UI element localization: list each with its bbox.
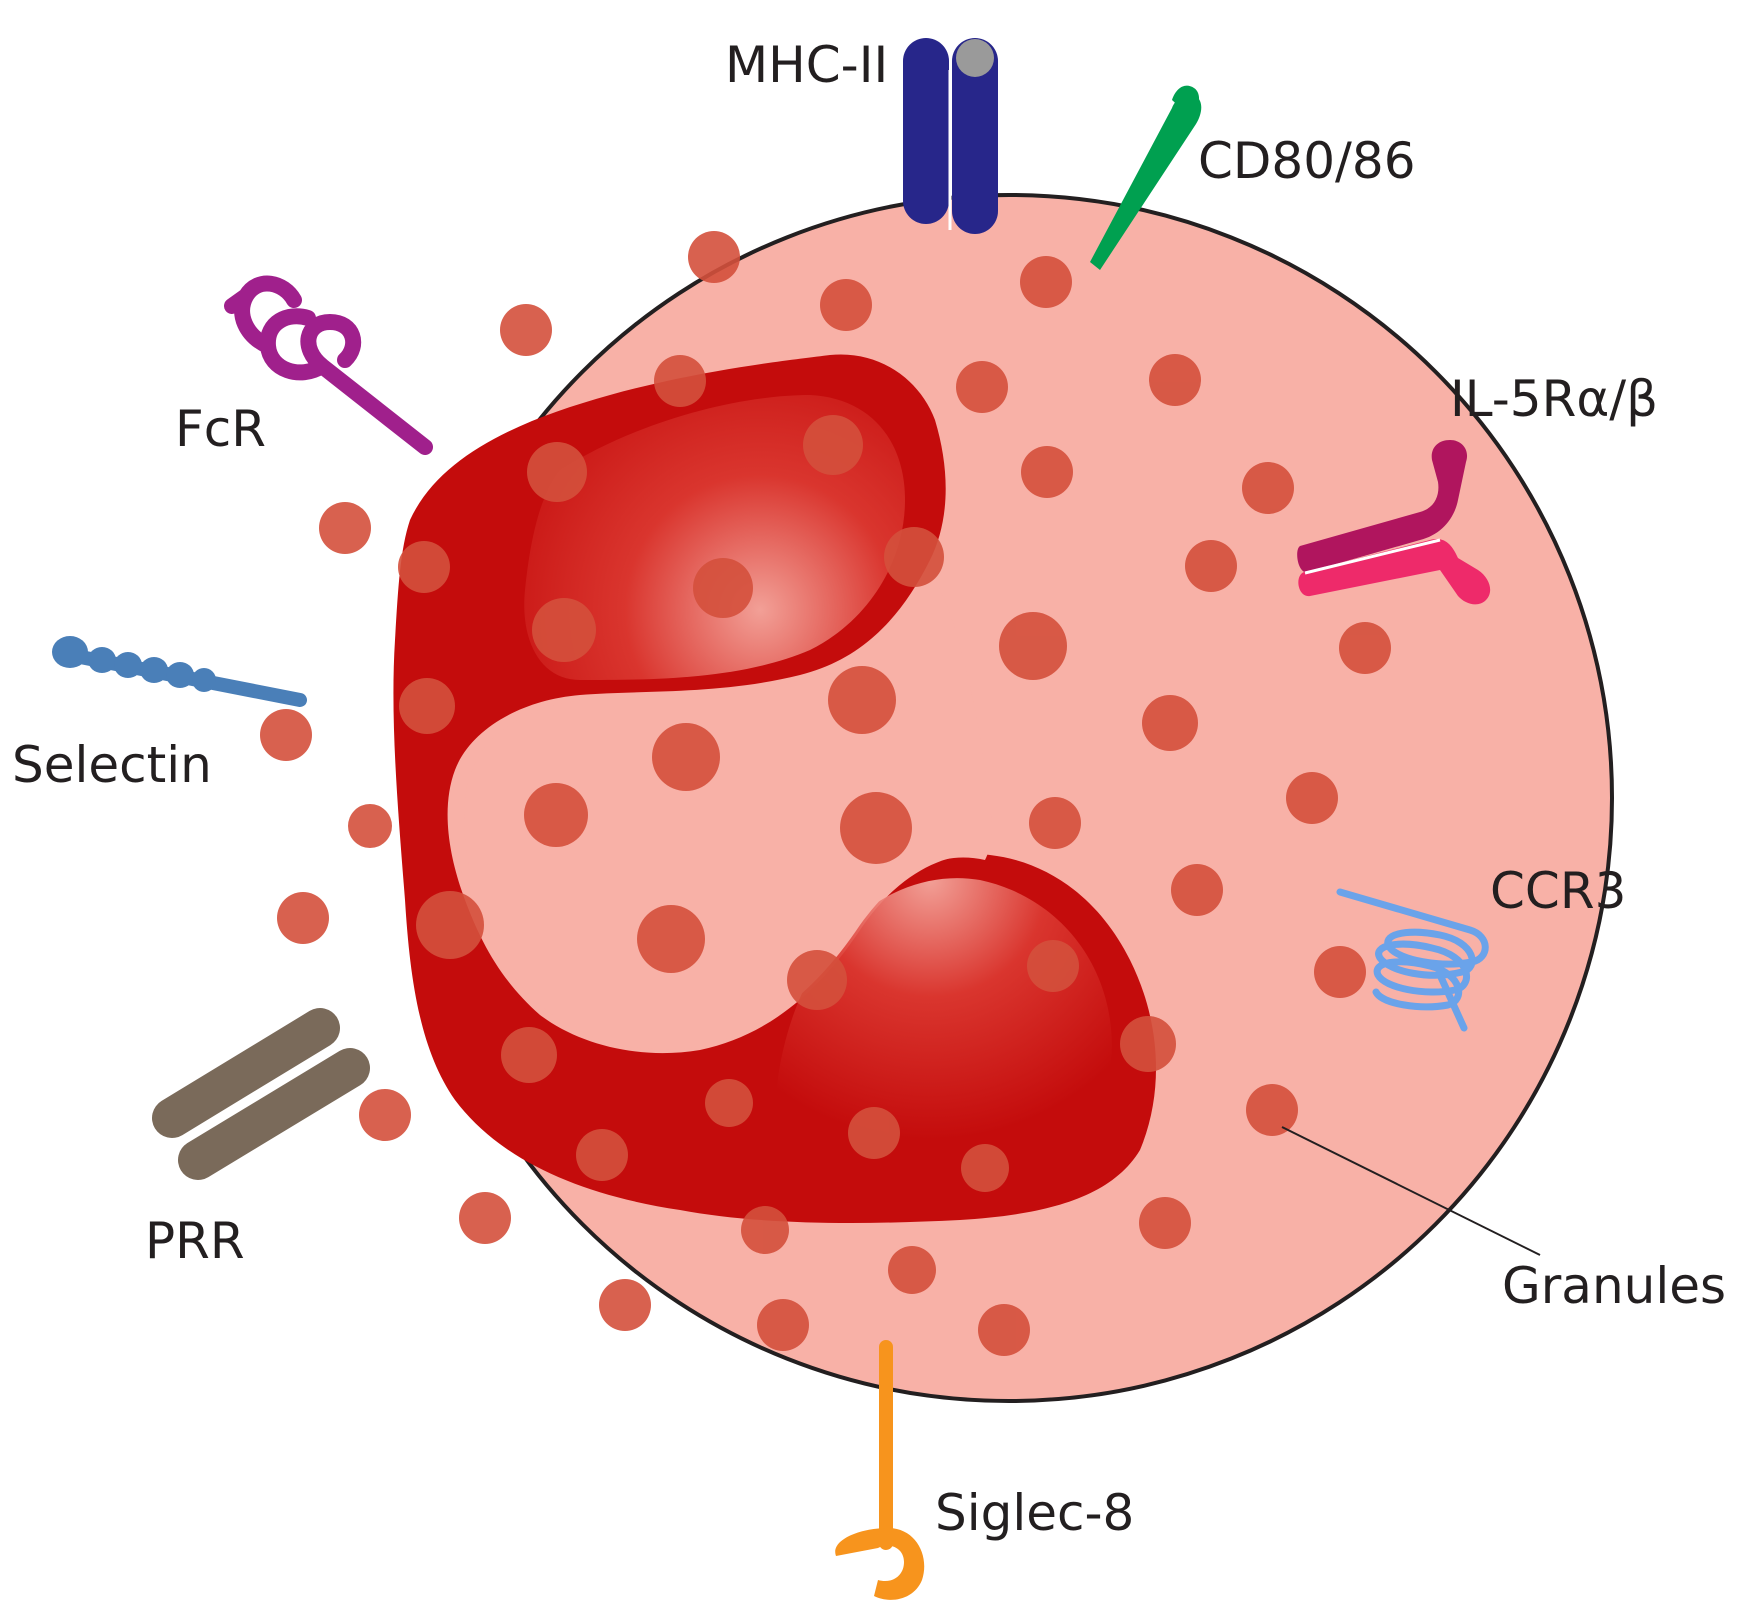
granule	[1020, 256, 1072, 308]
cd80-86-stalk	[1090, 93, 1202, 270]
label-mhc2: MHC-II	[725, 36, 888, 94]
granule	[1185, 540, 1237, 592]
label-granules: Granules	[1502, 1257, 1726, 1315]
il5r-alpha-chain	[1297, 440, 1468, 573]
granule	[787, 950, 847, 1010]
fcr-receptor	[224, 275, 433, 455]
granules-leader-line	[1281, 1126, 1541, 1256]
granule	[319, 502, 371, 554]
selectin-domain	[88, 647, 116, 673]
nucleus	[393, 354, 1157, 1223]
prr-divider	[189, 1047, 335, 1137]
granule	[348, 804, 392, 848]
ccr3-tail	[1436, 971, 1468, 1032]
granule	[884, 527, 944, 587]
label-cd80-86: CD80/86	[1198, 132, 1416, 190]
granule	[459, 1192, 511, 1244]
il5r-receptor	[1297, 440, 1491, 605]
granule	[398, 541, 450, 593]
granule	[848, 1107, 900, 1159]
granule	[803, 415, 863, 475]
granule	[1021, 446, 1073, 498]
prr-chain-lower	[178, 1048, 370, 1180]
granule	[654, 355, 706, 407]
selectin-receptor	[52, 636, 307, 707]
granule	[399, 678, 455, 734]
granule	[1246, 1084, 1298, 1136]
granule	[1029, 797, 1081, 849]
siglec8-receptor	[835, 1340, 925, 1600]
label-fcr: FcR	[175, 400, 266, 458]
selectin-domain	[192, 668, 216, 692]
fcr-chain	[224, 275, 433, 455]
granule	[757, 1299, 809, 1351]
cd80-86-head	[1172, 85, 1200, 118]
mhc2-receptor	[903, 38, 998, 234]
granule	[1171, 864, 1223, 916]
granule	[652, 723, 720, 791]
granules	[260, 231, 1391, 1356]
granule	[359, 1089, 411, 1141]
granule	[500, 304, 552, 356]
nucleus-lower-lobe-highlight	[775, 878, 1112, 1188]
granule	[277, 892, 329, 944]
prr-chain-upper	[152, 1008, 340, 1138]
granule	[1149, 354, 1201, 406]
label-siglec8: Siglec-8	[935, 1484, 1134, 1542]
nucleus-upper-lobe-highlight	[524, 395, 905, 680]
mhc2-alpha-chain	[903, 38, 949, 224]
granule	[1314, 946, 1366, 998]
granule	[828, 666, 896, 734]
granule	[637, 905, 705, 973]
granule	[527, 442, 587, 502]
granule	[705, 1079, 753, 1127]
granule	[1139, 1197, 1191, 1249]
selectin-domain	[140, 657, 168, 683]
mhc2-peptide	[956, 39, 994, 77]
granule	[599, 1279, 651, 1331]
label-prr: PRR	[145, 1212, 245, 1270]
granule	[1339, 622, 1391, 674]
granule	[1286, 772, 1338, 824]
prr-receptor	[152, 1008, 370, 1180]
label-il5r: IL-5Rα/β	[1450, 370, 1658, 428]
granule	[693, 558, 753, 618]
granule	[501, 1027, 557, 1083]
ccr3-receptor	[1336, 888, 1489, 1032]
granule	[888, 1246, 936, 1294]
granule	[576, 1129, 628, 1181]
granule	[532, 598, 596, 662]
granule	[1242, 462, 1294, 514]
label-ccr3: CCR3	[1490, 862, 1626, 920]
siglec8-head	[835, 1528, 925, 1600]
selectin-domain	[166, 662, 194, 688]
granule	[840, 792, 912, 864]
granule	[956, 361, 1008, 413]
granule	[260, 709, 312, 761]
label-selectin: Selectin	[12, 736, 212, 794]
granule	[1120, 1016, 1176, 1072]
granule	[688, 231, 740, 283]
selectin-domain	[114, 652, 142, 678]
ccr3-chain	[1336, 888, 1489, 1011]
granule	[524, 783, 588, 847]
granule	[416, 891, 484, 959]
granule	[820, 279, 872, 331]
siglec8-stalk	[879, 1340, 893, 1550]
granule	[1142, 695, 1198, 751]
selectin-domain	[52, 636, 88, 668]
granule	[741, 1206, 789, 1254]
cd80-86-receptor	[1090, 85, 1202, 270]
granule	[999, 612, 1067, 680]
mhc2-beta-chain	[952, 38, 998, 234]
granule	[961, 1144, 1009, 1192]
il5r-divider	[1304, 538, 1441, 575]
granule	[978, 1304, 1030, 1356]
granule	[1027, 940, 1079, 992]
il5r-beta-chain	[1298, 539, 1491, 605]
